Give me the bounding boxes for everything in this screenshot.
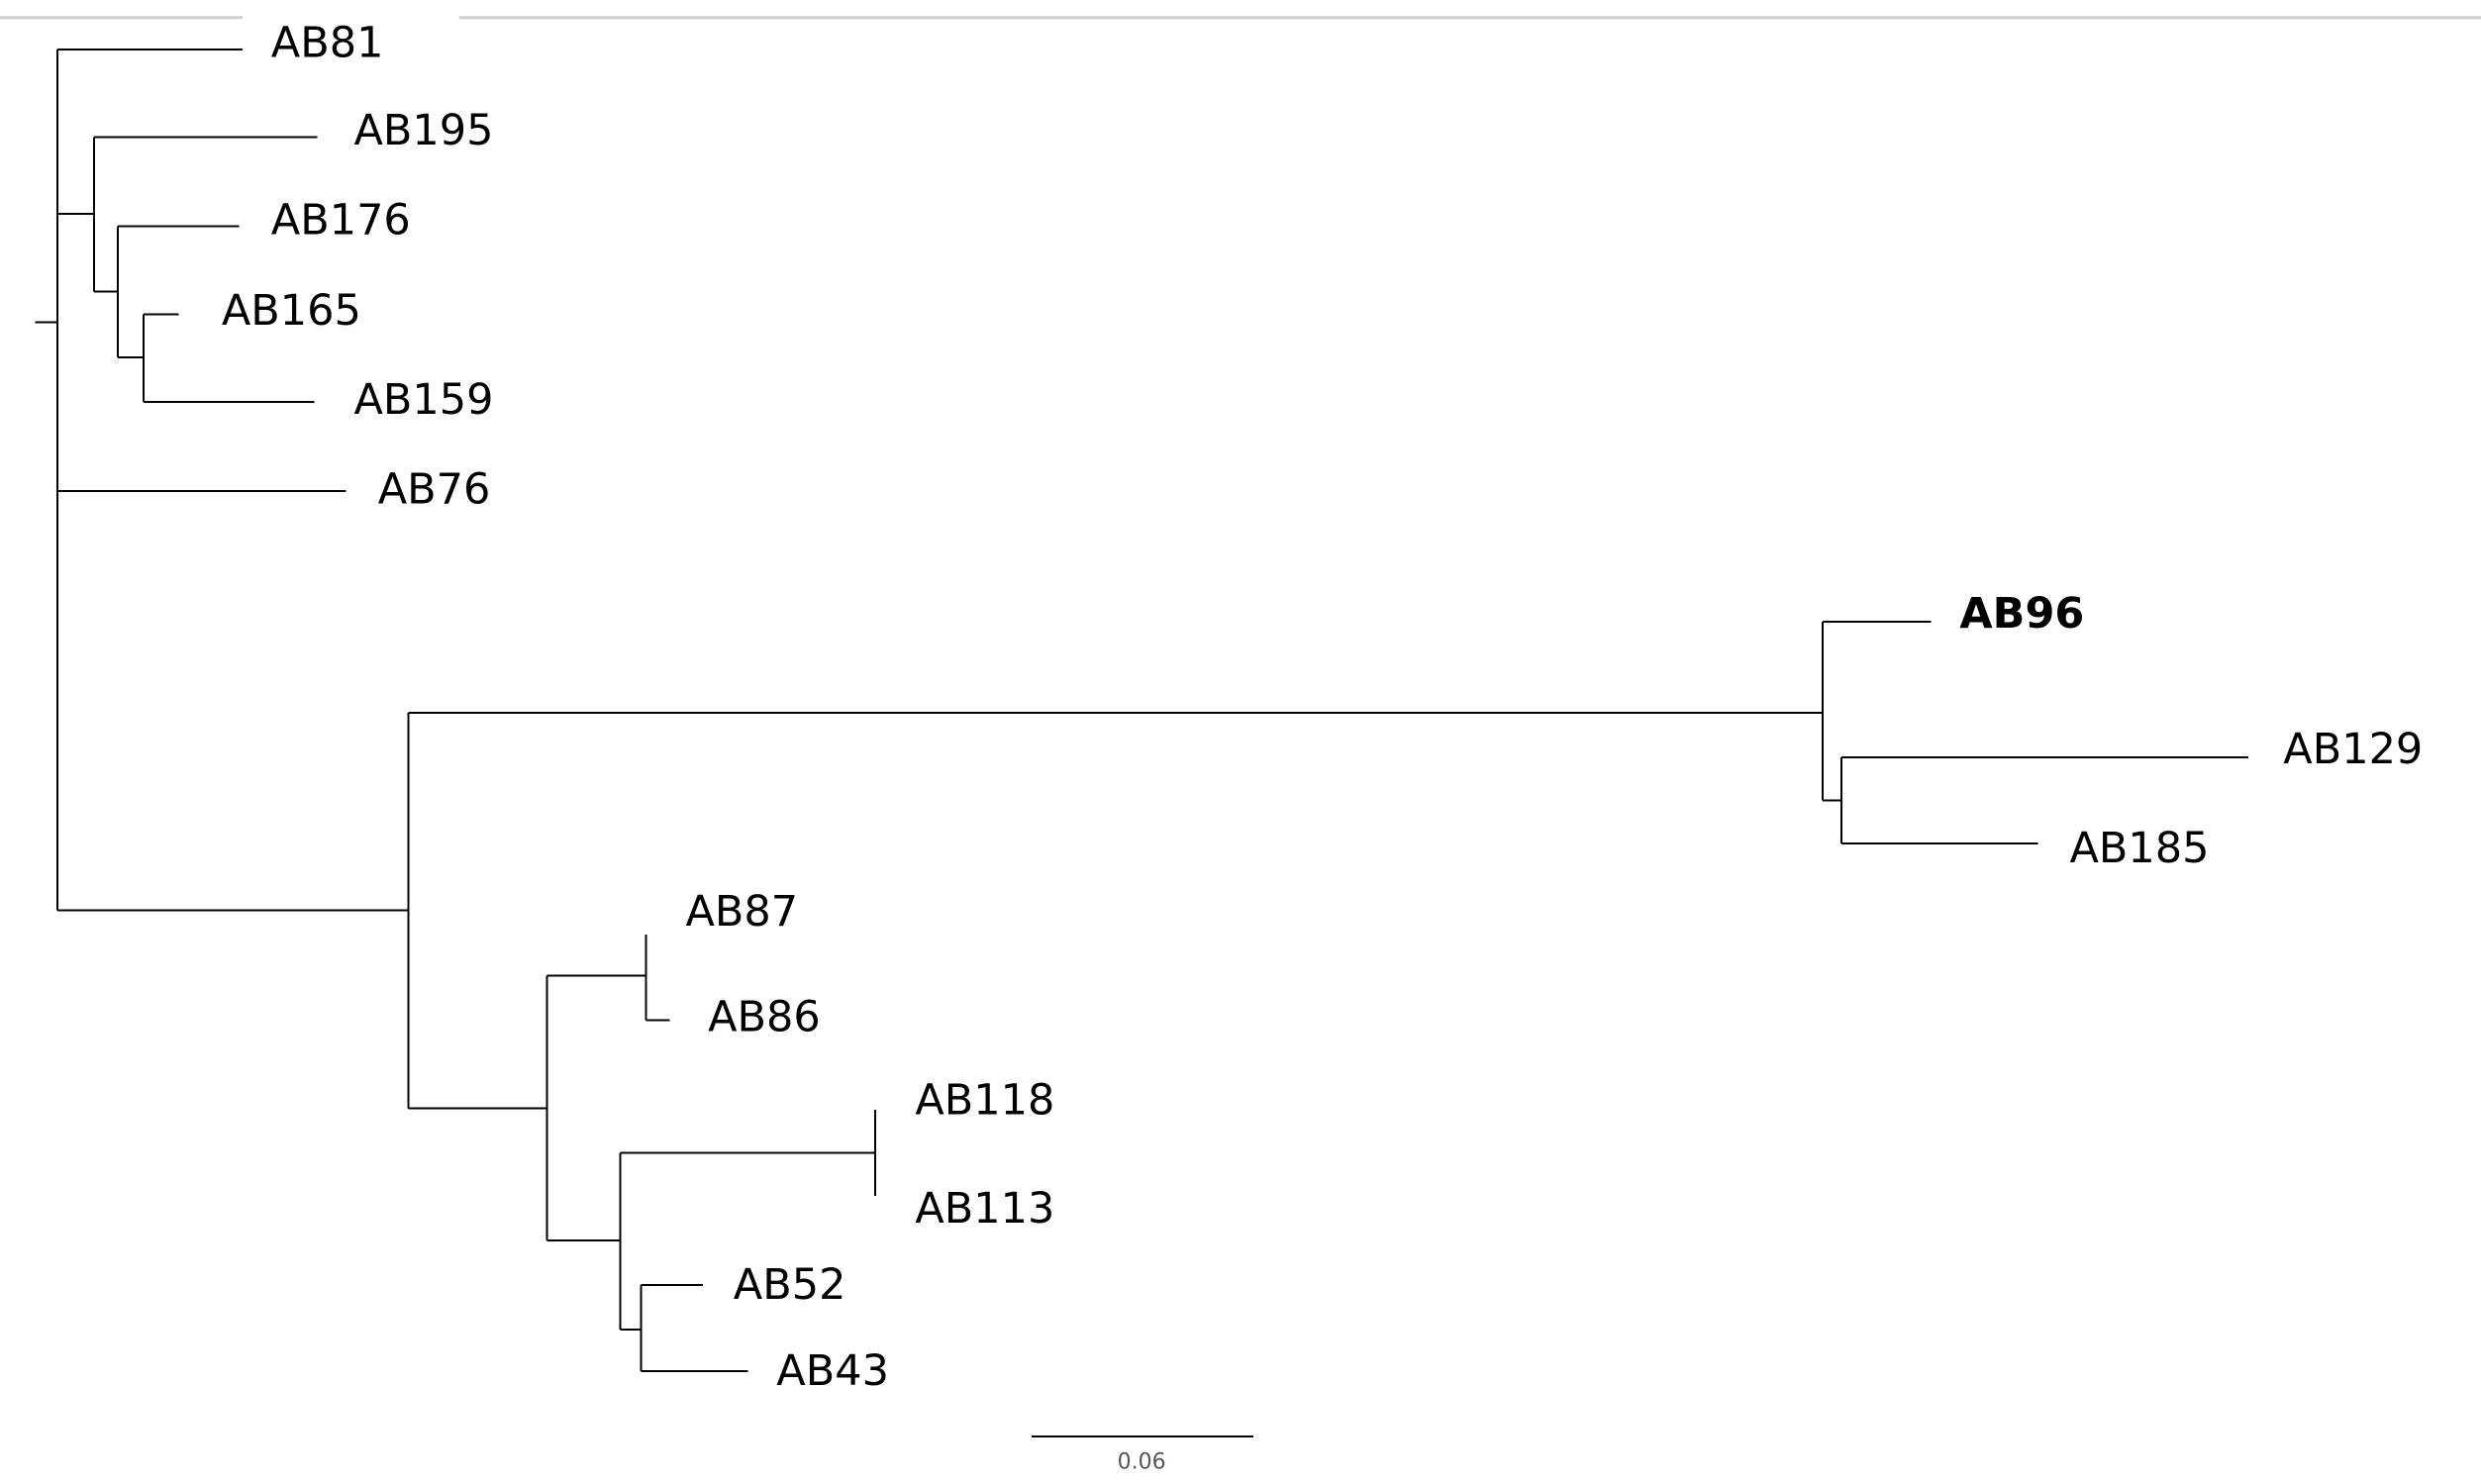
tip-label-ab176: AB176	[271, 195, 411, 245]
tip-label-ab118: AB118	[915, 1075, 1054, 1125]
tip-label-ab86: AB86	[708, 993, 821, 1042]
tip-labels: AB81 AB195 AB176 AB165 AB159 AB76 AB96 A…	[222, 19, 2423, 1397]
tip-label-ab195: AB195	[354, 106, 494, 155]
tip-label-ab52: AB52	[734, 1260, 846, 1310]
tip-label-ab87: AB87	[686, 887, 799, 937]
tip-label-ab185: AB185	[2070, 824, 2210, 873]
scale-bar: 0.06	[1118, 1449, 1166, 1474]
tip-label-ab43: AB43	[776, 1346, 889, 1396]
tip-label-ab96: AB96	[1959, 589, 2084, 639]
tip-label-ab129: AB129	[2283, 725, 2423, 774]
tree-branches	[35, 48, 2248, 1438]
scale-bar-label: 0.06	[1118, 1449, 1166, 1474]
tip-label-ab76: AB76	[378, 464, 491, 514]
tip-label-ab81: AB81	[271, 19, 384, 68]
tip-label-ab113: AB113	[915, 1184, 1054, 1234]
tip-label-ab159: AB159	[354, 375, 494, 425]
tip-label-ab165: AB165	[222, 286, 361, 336]
